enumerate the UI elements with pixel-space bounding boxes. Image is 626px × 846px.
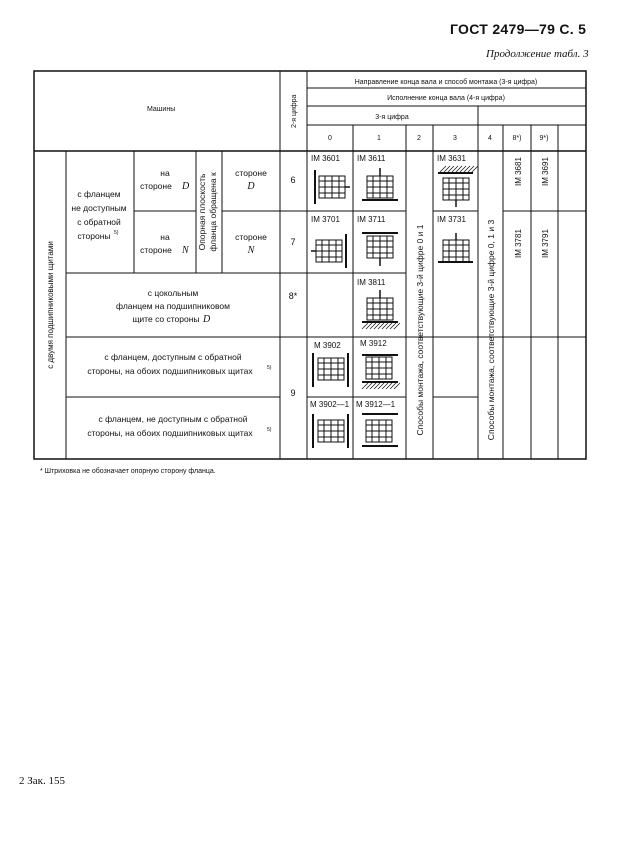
code-3781: IM 3781 [514, 229, 523, 258]
code-3701: IM 3701 [311, 215, 340, 224]
flange-not-accessible-sup: 5) [267, 427, 272, 433]
table-grid [33, 70, 587, 460]
subcol-8: 8*) [513, 135, 522, 142]
code-3631: IM 3631 [437, 154, 466, 163]
header-third-digit: 3-я цифра [375, 114, 409, 121]
code-3902: M 3902 [314, 341, 341, 350]
mount-col2: Способы монтажа, соответствующие 3-й циф… [415, 224, 425, 435]
subcol-0: 0 [328, 135, 332, 142]
base-flange-3: щите со стороны [132, 314, 199, 324]
pictogram-m3912 [361, 354, 401, 390]
pictogram-im3811 [361, 290, 401, 330]
code-3601: IM 3601 [311, 154, 340, 163]
flange-not-accessible-1: с фланцем, не доступным с обратной [99, 414, 248, 424]
code-3731: IM 3731 [437, 215, 466, 224]
side-d-letter: D [181, 181, 190, 192]
code-3681: IM 3681 [514, 157, 523, 186]
side-n-label-2: стороне [140, 245, 172, 255]
digit-6: 6 [290, 175, 295, 185]
side-d-label-2: стороне [140, 181, 172, 191]
subcol-2: 2 [417, 135, 421, 142]
footnote: * Штриховка не обозначает опорную сторон… [40, 467, 216, 475]
support-plane-label-1: Опорная плоскость [197, 173, 207, 250]
base-flange-1: с цокольным [148, 288, 199, 298]
subcol-3: 3 [453, 135, 457, 142]
code-3691: IM 3691 [541, 157, 550, 186]
header-shaft-end: Исполнение конца вала (4-я цифра) [387, 95, 505, 102]
flange-label-3: с обратной [77, 217, 121, 227]
flange-label-2: не доступным [71, 203, 126, 213]
document-header: ГОСТ 2479—79 С. 5 [450, 21, 587, 37]
page-footer: 2 Зак. 155 [19, 775, 65, 787]
pictogram-m3912-1 [362, 413, 398, 447]
side-n2-letter: N [247, 245, 256, 256]
side-n2-label: стороне [235, 232, 267, 242]
flange-not-accessible-2: стороны, на обоих подшипниковых щитах [87, 428, 253, 438]
subcol-9: 9*) [540, 135, 549, 142]
code-3611: IM 3611 [357, 154, 386, 163]
side-d2-label: стороне [235, 168, 267, 178]
pictogram-m3902 [312, 353, 349, 387]
code-3912-1: M 3912—1 [356, 400, 396, 409]
base-flange-2: фланцем на подшипниковом [116, 301, 230, 311]
code-3811: IM 3811 [357, 278, 386, 287]
flange-accessible-1: с фланцем, доступным с обратной [104, 352, 241, 362]
pictogram-im3701 [311, 234, 347, 268]
digit-9: 9 [290, 388, 295, 398]
pictogram-im3601 [314, 170, 350, 204]
support-plane-label-2: фланца обращена к [208, 172, 218, 252]
pictogram-im3611 [362, 168, 398, 201]
digit-8: 8* [289, 291, 298, 301]
pictogram-im3631 [438, 165, 479, 207]
pictogram-im3711 [362, 232, 398, 266]
row-group-label: с двумя подшипниковыми щитами [46, 241, 55, 369]
side-d-label-1: на [160, 168, 170, 178]
flange-accessible-2: стороны, на обоих подшипниковых щитах [87, 366, 253, 376]
code-3912: M 3912 [360, 339, 387, 348]
subcol-1: 1 [377, 135, 381, 142]
flange-label-4: стороны [77, 231, 110, 241]
flange-label-1: с фланцем [77, 189, 120, 199]
side-n-letter: N [181, 245, 190, 256]
code-3902-1: M 3902—1 [310, 400, 350, 409]
pictogram-m3902-1 [312, 414, 349, 448]
table-continuation: Продолжение табл. 3 [486, 48, 589, 60]
subcol-4: 4 [488, 135, 492, 142]
side-n-label-1: на [160, 232, 170, 242]
mount-col4: Способы монтажа, соответствующие 3-й циф… [486, 220, 496, 441]
flange-footnote-mark: 5) [114, 230, 119, 236]
col-second-digit: 2-я цифра [291, 94, 298, 128]
header-direction: Направление конца вала и способ монтажа … [355, 78, 538, 86]
base-flange-letter: D [202, 314, 211, 325]
pictogram-im3731 [438, 233, 473, 263]
code-3711: IM 3711 [357, 215, 386, 224]
side-d2-letter: D [246, 181, 255, 192]
digit-7: 7 [290, 237, 295, 247]
col-machines-label: Машины [147, 106, 175, 113]
flange-accessible-sup: 5) [267, 365, 272, 371]
code-3791: IM 3791 [541, 229, 550, 258]
